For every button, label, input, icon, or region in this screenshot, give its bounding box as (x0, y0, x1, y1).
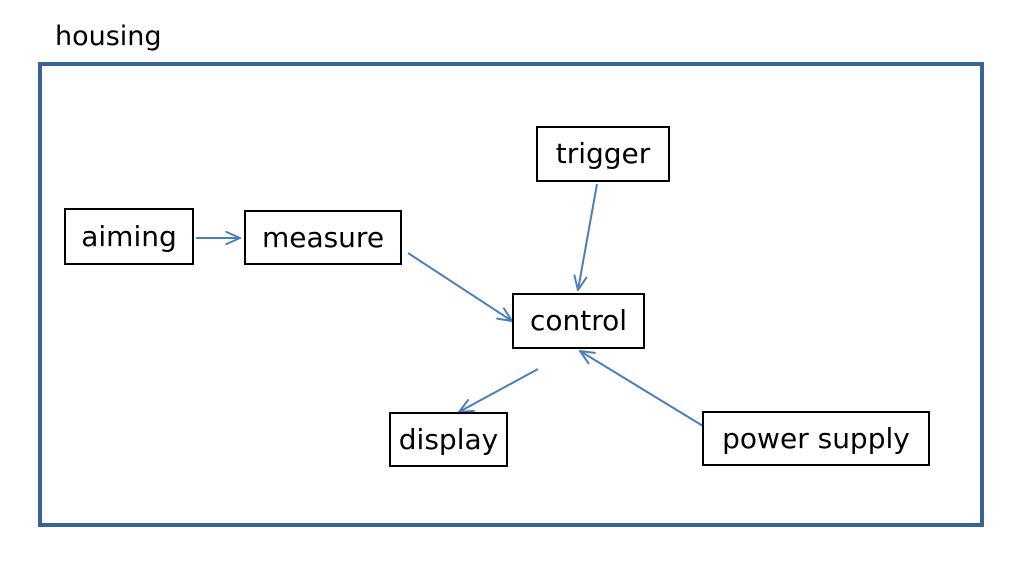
node-power-supply[interactable]: power supply (702, 411, 930, 466)
node-aiming[interactable]: aiming (64, 208, 194, 265)
housing-label: housing (55, 21, 162, 52)
housing-container-boundary (38, 62, 984, 527)
node-display[interactable]: display (389, 412, 508, 467)
node-control[interactable]: control (512, 293, 645, 349)
node-trigger[interactable]: trigger (536, 126, 670, 182)
node-measure-label: measure (261, 220, 385, 254)
node-trigger-label: trigger (555, 137, 651, 170)
node-control-label: control (529, 304, 628, 337)
node-power-supply-label: power supply (722, 421, 910, 455)
node-display-label: display (398, 422, 499, 456)
node-measure[interactable]: measure (244, 210, 402, 265)
node-aiming-label: aiming (81, 219, 177, 253)
